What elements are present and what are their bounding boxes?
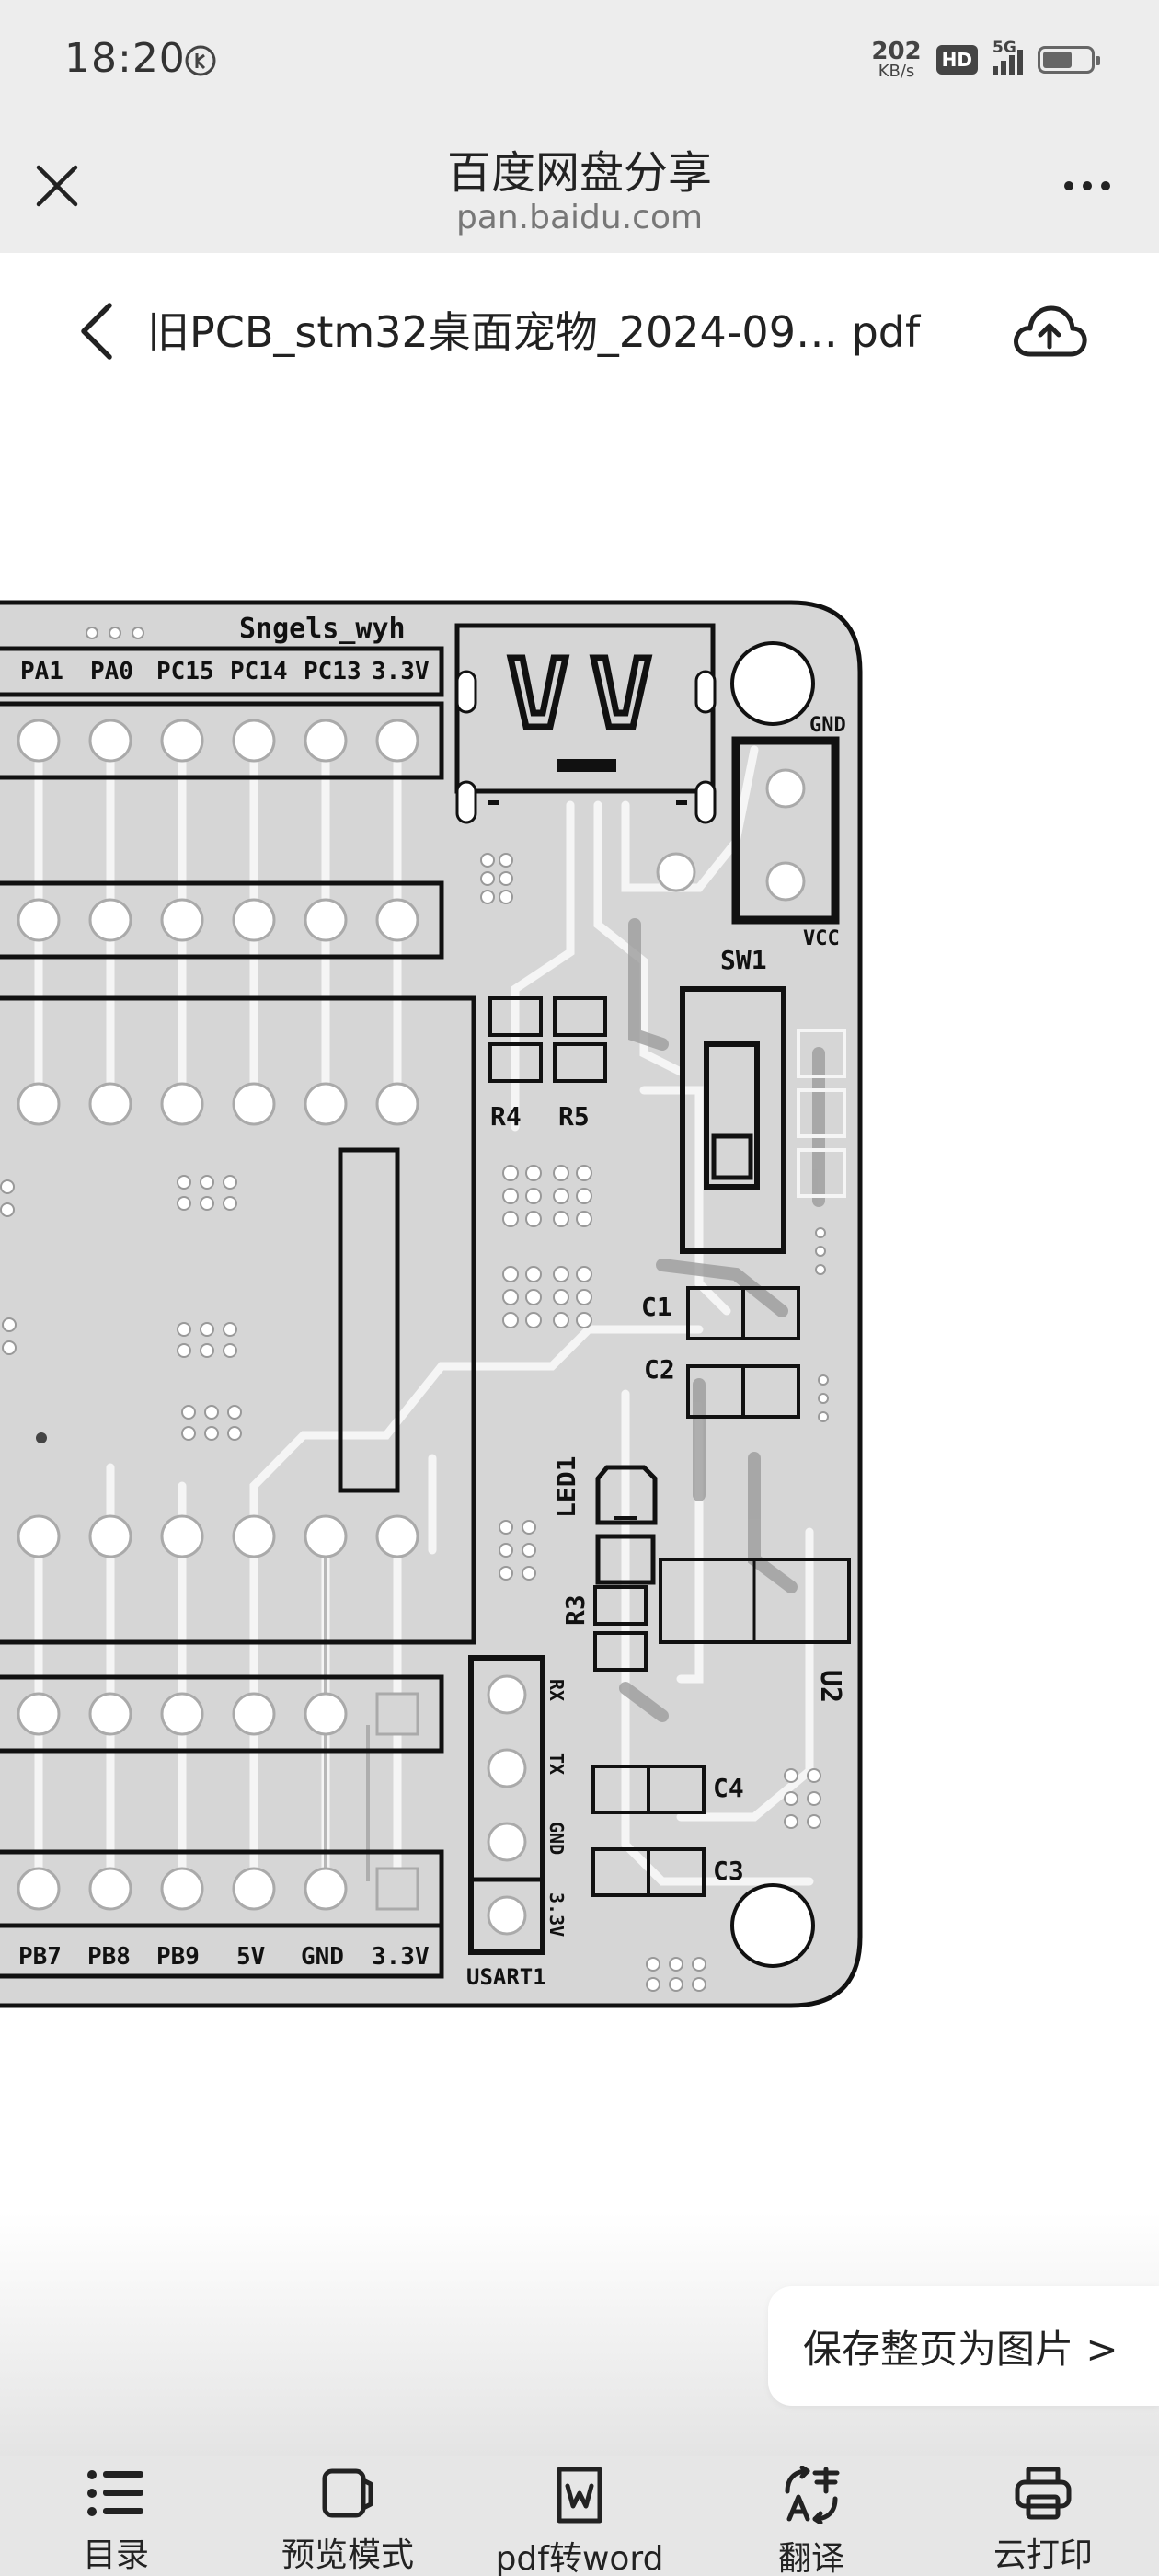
more-dot-icon	[1064, 181, 1073, 190]
notification-icon	[184, 44, 217, 77]
pin-label: GND	[301, 1943, 344, 1971]
chevron-left-icon	[81, 303, 112, 360]
toolbar-label: 云打印	[993, 2536, 1093, 2574]
toolbar-label: pdf转word	[495, 2540, 664, 2576]
pcb-sw1-label: SW1	[720, 945, 767, 975]
pcb-usart-33-label: 3.3V	[545, 1892, 568, 1937]
pcb-rx-label: RX	[545, 1679, 568, 1701]
pcb-r4-label: R4	[490, 1101, 522, 1132]
battery-icon	[1038, 46, 1100, 74]
pin-label: PC15	[156, 658, 214, 685]
preview-mode-icon	[316, 2466, 380, 2521]
pcb-gnd-label: GND	[809, 714, 846, 737]
toolbar-translate-button[interactable]: 翻译	[695, 2456, 927, 2576]
save-page-as-image-button[interactable]: 保存整页为图片 >	[768, 2286, 1159, 2406]
toolbar-label: 预览模式	[281, 2536, 414, 2574]
pin-label: PB9	[156, 1943, 200, 1971]
toolbar-label: 翻译	[777, 2540, 844, 2576]
top-band	[0, 0, 1159, 253]
hd-badge: HD	[935, 45, 978, 75]
status-indicators: 202 KB/s HD 5G	[871, 37, 1100, 83]
pin-label: 5V	[236, 1943, 265, 1971]
close-button[interactable]	[28, 156, 86, 215]
status-time: 18:20	[64, 35, 186, 82]
network-speed: 202 KB/s	[871, 40, 921, 80]
pcb-c1-label: C1	[641, 1292, 672, 1322]
bottom-toolbar: 目录 预览模式 pdf转word 翻译 云打印	[0, 2456, 1159, 2576]
more-dot-icon	[1083, 181, 1092, 190]
document-bar: 旧PCB_stm32桌面宠物_2024-09… pdf	[0, 253, 1159, 409]
network-speed-value: 202	[871, 38, 922, 65]
pcb-c2-label: C2	[644, 1354, 675, 1385]
pin-label: PA1	[20, 658, 63, 685]
pcb-bottom-pin-labels: PB7 PB8 PB9 5V GND 3.3V	[18, 1943, 430, 1971]
document-title: 旧PCB_stm32桌面宠物_2024-09… pdf	[147, 307, 921, 357]
printer-icon	[1011, 2466, 1075, 2521]
toolbar-contents-button[interactable]: 目录	[0, 2456, 232, 2576]
pcb-vcc-label: VCC	[803, 927, 840, 950]
toolbar-pdf-to-word-button[interactable]: pdf转word	[464, 2456, 695, 2576]
translate-icon	[779, 2466, 843, 2524]
signal-icon: 5G	[993, 39, 1023, 75]
cloud-upload-icon	[1014, 305, 1087, 357]
pcb-u2-label: U2	[814, 1670, 846, 1703]
pcb-c4-label: C4	[713, 1773, 744, 1803]
pcb-usart-gnd-label: GND	[545, 1822, 568, 1855]
more-button[interactable]	[1052, 166, 1122, 206]
pcb-layout-image: Sngels_wyh PA1 PA0 PC15 PC14 PC13 3.3V P…	[0, 600, 863, 2008]
pcb-usart-label: USART1	[466, 1964, 546, 1990]
network-speed-unit: KB/s	[878, 62, 915, 81]
list-icon	[84, 2466, 148, 2521]
pin-label: PB8	[87, 1943, 131, 1971]
pin-label: PC14	[230, 658, 288, 685]
pdf-page-canvas[interactable]: Sngels_wyh PA1 PA0 PC15 PC14 PC13 3.3V P…	[0, 409, 1159, 2213]
pcb-r5-label: R5	[558, 1101, 590, 1132]
toolbar-cloud-print-button[interactable]: 云打印	[927, 2456, 1159, 2576]
pin-label: 3.3V	[372, 1943, 430, 1971]
browser-header: 百度网盘分享 pan.baidu.com	[0, 120, 1159, 253]
status-bar: 18:20 202 KB/s HD 5G	[0, 0, 1159, 120]
pcb-author-label: Sngels_wyh	[239, 613, 406, 645]
more-dot-icon	[1101, 181, 1110, 190]
network-type: 5G	[993, 39, 1016, 57]
pin-label: 3.3V	[372, 658, 430, 685]
pcb-r3-label: R3	[560, 1594, 591, 1626]
pcb-tx-label: TX	[545, 1753, 568, 1775]
toolbar-preview-mode-button[interactable]: 预览模式	[232, 2456, 464, 2576]
pin-label: PA0	[90, 658, 133, 685]
pin-label: PC13	[304, 658, 361, 685]
pcb-c3-label: C3	[713, 1856, 744, 1886]
save-to-cloud-button[interactable]	[1003, 290, 1095, 373]
close-icon	[36, 165, 78, 207]
pcb-top-pin-labels: PA1 PA0 PC15 PC14 PC13 3.3V	[20, 658, 430, 685]
pin-label: PB7	[18, 1943, 62, 1971]
back-button[interactable]	[64, 294, 129, 368]
pcb-led1-label: LED1	[551, 1456, 581, 1518]
page-domain: pan.baidu.com	[455, 199, 704, 236]
pdf-to-word-icon	[547, 2466, 612, 2524]
toolbar-label: 目录	[82, 2536, 149, 2574]
page-title: 百度网盘分享	[446, 147, 712, 199]
